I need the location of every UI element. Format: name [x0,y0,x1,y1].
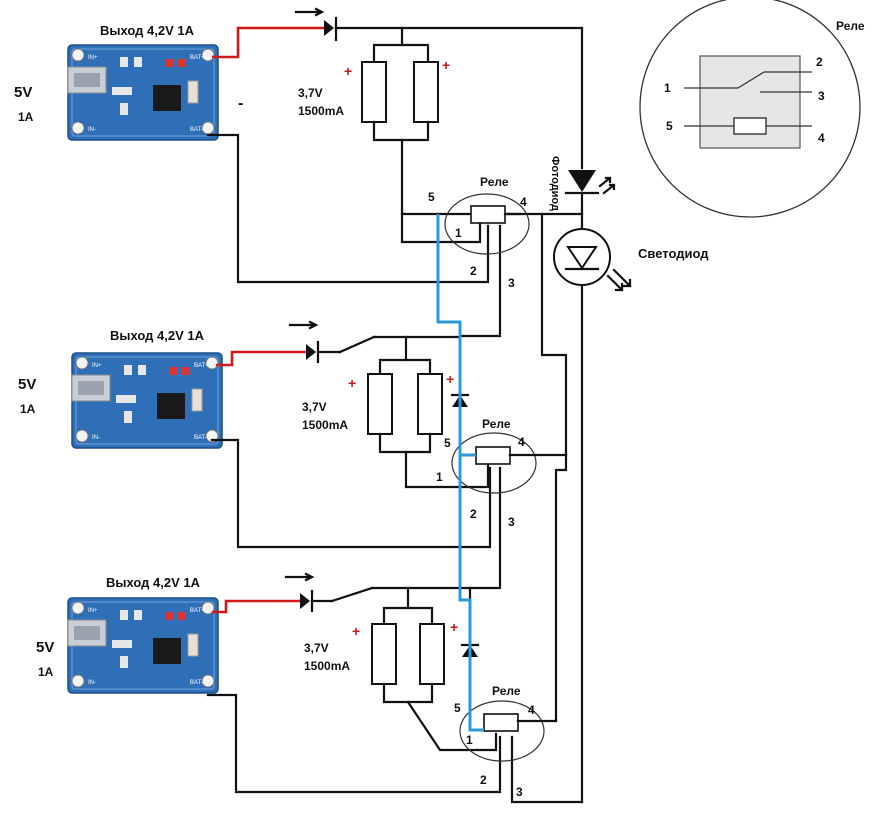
relay-title-3: Реле [492,684,521,698]
photodiode-symbol [568,170,596,192]
svg-text:5: 5 [428,190,435,204]
output-label-2: Выход 4,2V 1A [110,328,205,343]
battery-2a [367,373,393,435]
svg-text:5: 5 [454,701,461,715]
stage-3: Выход 4,2V 1A 5V 1A + + 3,7V 1500mA Реле… [36,572,584,804]
charge-wire-2 [216,350,308,367]
diode-2 [306,344,316,360]
svg-text:+: + [344,63,352,79]
led-symbol [553,228,611,286]
svg-text:4: 4 [518,435,525,449]
photodiode-label: Фотодиод [549,156,561,211]
svg-text:2: 2 [470,264,477,278]
relay-coil-2 [475,446,511,465]
svg-text:1: 1 [466,733,473,747]
output-label-1: Выход 4,2V 1A [100,23,195,38]
svg-text:+: + [352,623,360,639]
input-current-2: 1A [20,402,36,416]
charger-module-3 [67,597,219,694]
svg-text:+: + [450,619,458,635]
battery-3b [419,623,445,685]
svg-text:1: 1 [664,81,671,95]
input-voltage-2: 5V [18,376,36,393]
svg-text:2: 2 [470,507,477,521]
svg-text:+: + [446,371,454,387]
svg-text:4: 4 [528,703,535,717]
svg-text:2: 2 [480,773,487,787]
charger-module-1 [67,44,219,141]
minus-sign-1: - [238,95,243,112]
input-current-3: 1A [38,665,54,679]
svg-text:5: 5 [666,119,673,133]
charge-wire-3 [212,599,300,614]
relay-outline-2 [451,432,537,494]
input-voltage-3: 5V [36,639,54,656]
relay-coil-3 [483,713,519,732]
svg-text:5: 5 [444,436,451,450]
battery-3a [371,623,397,685]
output-section: Фотодиод Светодиод [540,26,709,804]
svg-text:2: 2 [816,55,823,69]
legend-coil [733,117,767,135]
svg-text:3: 3 [508,276,515,290]
svg-text:3: 3 [516,785,523,799]
switch-arrow-3 [284,572,315,582]
svg-text:4: 4 [818,131,825,145]
battery-2b [417,373,443,435]
svg-text:+: + [442,57,450,73]
output-label-3: Выход 4,2V 1A [106,575,201,590]
input-current-1: 1A [18,110,34,124]
battery-capacity-2: 1500mA [302,418,348,432]
relay-outline-1 [444,193,530,255]
legend-title: Реле [836,19,865,33]
relay-legend: Реле 1 2 3 4 5 [639,0,865,218]
switch-arrow-1 [294,7,325,17]
charger-module-2 [71,352,223,449]
svg-text:3: 3 [508,515,515,529]
relay-title-2: Реле [482,417,511,431]
control-wire [436,214,484,732]
svg-text:4: 4 [520,195,527,209]
relay-title-1: Реле [480,175,509,189]
charge-wire-1 [212,26,330,59]
relay-coil-1 [470,205,506,224]
battery-1b [413,61,439,123]
stage-1: Выход 4,2V 1A 5V 1A - + + 3,7V 1500mA Ре… [14,7,584,338]
battery-voltage-1: 3,7V [298,86,323,100]
stage-2: Выход 4,2V 1A 5V 1A + + 3,7V 1500mA Реле… [18,320,568,590]
battery-capacity-3: 1500mA [304,659,350,673]
relay-outline-3 [459,700,545,762]
switch-arrow-2 [288,320,319,330]
svg-text:3: 3 [818,89,825,103]
diode-1 [324,20,334,36]
led-label: Светодиод [638,246,709,261]
svg-text:+: + [348,375,356,391]
input-voltage-1: 5V [14,84,32,101]
battery-1a [361,61,387,123]
svg-text:1: 1 [436,470,443,484]
battery-voltage-2: 3,7V [302,400,327,414]
battery-capacity-1: 1500mA [298,104,344,118]
diode-3 [300,593,310,609]
battery-voltage-3: 3,7V [304,641,329,655]
svg-text:1: 1 [455,226,462,240]
